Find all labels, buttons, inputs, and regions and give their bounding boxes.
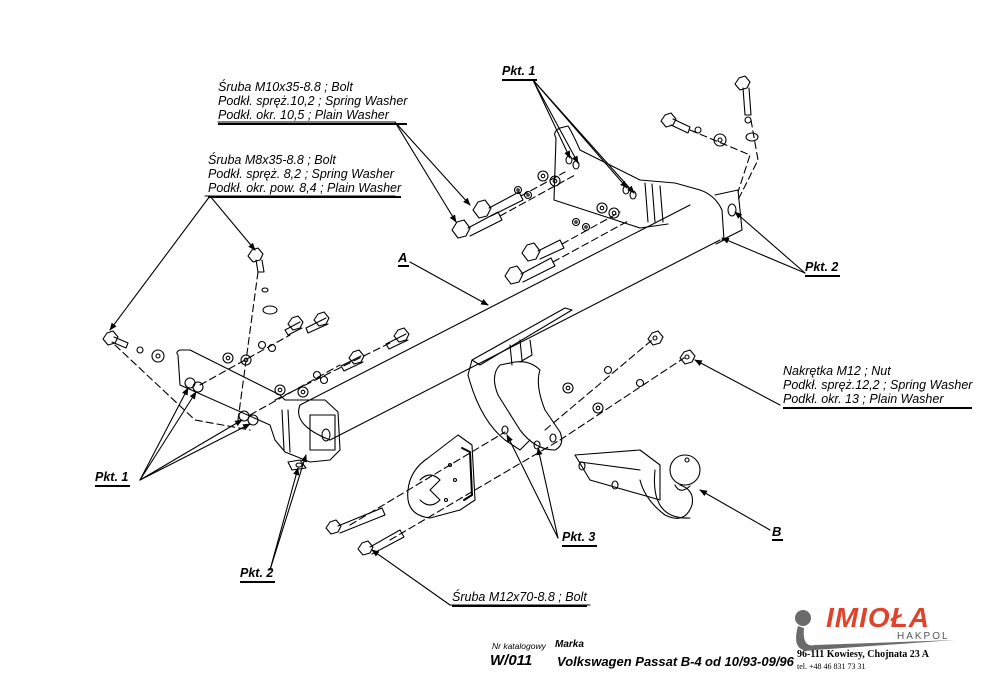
callout-nut-m12: Nakrętka M12 ; Nut Podkł. spręż.12,2 ; S… xyxy=(783,364,973,409)
production-years: od 10/93-09/96 xyxy=(705,654,794,669)
label-pkt1-top: Pkt. 1 xyxy=(502,64,538,81)
brand-name: IMIOŁA xyxy=(826,602,930,633)
callout-line: Śruba M10x35-8.8 ; Bolt xyxy=(218,80,353,94)
dashes-m10 xyxy=(499,171,631,263)
right-bracket xyxy=(553,125,743,245)
callout-bolt-m10: Śruba M10x35-8.8 ; Bolt Podkł. spręż.10,… xyxy=(218,80,408,125)
center-mount xyxy=(467,307,573,451)
sub-brand-name: HAKPOL xyxy=(897,631,950,642)
label-pkt2-left: Pkt. 2 xyxy=(240,566,276,583)
callout-line: Śruba M8x35-8.8 ; Bolt xyxy=(208,153,336,167)
crossbar-tube xyxy=(298,204,721,441)
bolts-m10 xyxy=(451,191,565,285)
callout-line: Podkł. spręż.10,2 ; Spring Washer xyxy=(218,94,408,108)
bolts-m12 xyxy=(325,507,405,556)
callout-line: Nakrętka M12 ; Nut xyxy=(783,364,891,378)
catalog-number-label: Nr katalogowy xyxy=(492,641,546,651)
callout-bolt-m12: Śruba M12x70-8.8 ; Bolt xyxy=(452,590,587,607)
callout-bolt-m8: Śruba M8x35-8.8 ; Bolt Podkł. spręż. 8,2… xyxy=(208,153,402,198)
bolts-m8 xyxy=(102,247,410,398)
label-pkt3: Pkt. 3 xyxy=(562,530,598,547)
company-logo-graphic xyxy=(795,610,955,651)
label-pkt2-right: Pkt. 2 xyxy=(805,260,841,277)
tow-ball xyxy=(574,449,701,519)
left-bracket xyxy=(176,349,341,471)
label-part-a: A xyxy=(398,250,410,267)
callout-line: Śruba M12x70-8.8 ; Bolt xyxy=(452,590,587,607)
socket-plate xyxy=(407,434,476,519)
bolts-right xyxy=(660,75,759,147)
callout-line: Podkł. okr. 13 ; Plain Washer xyxy=(783,392,973,409)
vehicle-model: Volkswagen Passat B-4 xyxy=(557,654,702,669)
catalog-number: W/011 xyxy=(490,652,533,669)
company-phone: tel. +48 46 831 73 31 xyxy=(797,662,866,671)
dashes-m8 xyxy=(114,271,391,431)
label-part-b: B xyxy=(772,524,784,541)
callout-line: Podkł. okr. pow. 8,4 ; Plain Washer xyxy=(208,181,402,198)
nuts-m12 xyxy=(562,330,696,414)
callout-line: Podkł. spręż. 8,2 ; Spring Washer xyxy=(208,167,394,181)
dashes-right xyxy=(689,119,759,201)
leader-lines xyxy=(109,79,806,606)
company-address: 96-111 Kowiesy, Chojnata 23 A xyxy=(797,649,929,660)
callout-line: Podkł. okr. 10,5 ; Plain Washer xyxy=(218,108,408,125)
callout-line: Podkł. spręż.12,2 ; Spring Washer xyxy=(783,378,973,392)
dashes-m12 xyxy=(349,339,685,541)
label-pkt1-left: Pkt. 1 xyxy=(95,470,131,487)
make-label: Marka xyxy=(555,639,584,650)
